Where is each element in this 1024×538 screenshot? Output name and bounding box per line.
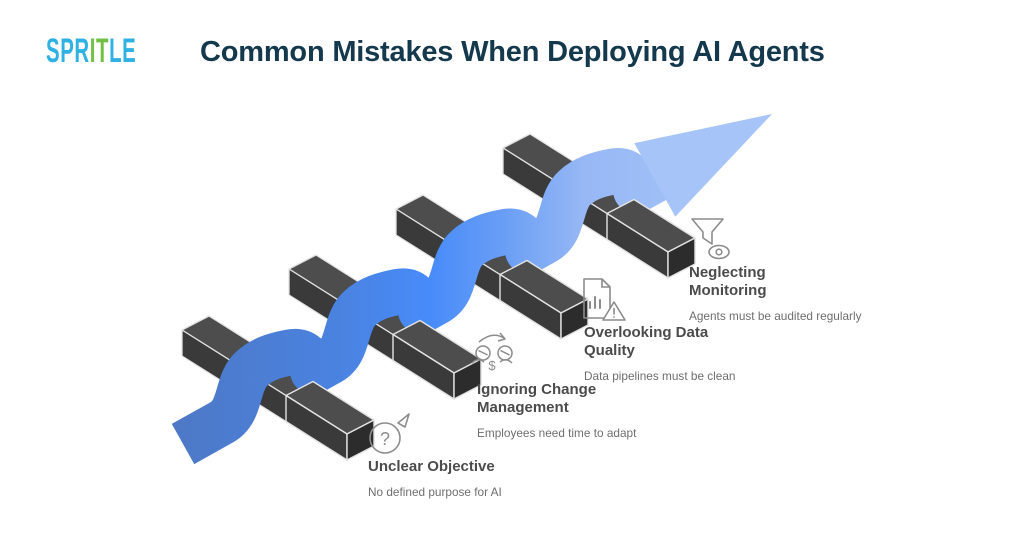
step-overlooking-data-quality: Overlooking Data Quality Data pipelines …	[584, 324, 736, 383]
hurdle-block-front-1	[285, 380, 375, 461]
logo-segment: LE	[109, 32, 137, 70]
step-title: Neglecting Monitoring	[689, 264, 767, 299]
step-title: Ignoring Change Management	[477, 381, 597, 416]
step-subtitle: No defined purpose for AI	[368, 485, 502, 499]
step-ignoring-change-management: Ignoring Change Management Employees nee…	[477, 381, 637, 440]
step-neglecting-monitoring: Neglecting Monitoring Agents must be aud…	[689, 264, 862, 323]
question-arrow-icon: ?	[364, 408, 412, 458]
step-title: Overlooking Data Quality	[584, 324, 709, 359]
page-title: Common Mistakes When Deploying AI Agents	[200, 36, 825, 68]
hurdle-blocks-front	[285, 198, 696, 461]
logo-segment: SPR	[46, 32, 90, 70]
arrowhead	[634, 114, 772, 217]
hurdle-block-front-2	[392, 319, 482, 400]
document-warning-icon	[580, 276, 632, 326]
hurdle-block-front-3	[499, 259, 589, 340]
step-subtitle: Data pipelines must be clean	[584, 369, 736, 383]
funnel-eye-icon	[686, 214, 736, 262]
hurdle-block-front-4	[606, 198, 696, 279]
logo-segment: IT	[89, 32, 110, 70]
step-title: Unclear Objective	[368, 458, 495, 475]
step-subtitle: Agents must be audited regularly	[689, 309, 862, 323]
step-unclear-objective: Unclear Objective No defined purpose for…	[368, 458, 518, 499]
svg-text:$: $	[488, 358, 496, 373]
step-subtitle: Employees need time to adapt	[477, 426, 637, 440]
ribbon-arrow	[171, 148, 674, 465]
spritle-logo: SPRITLE	[46, 32, 136, 71]
people-exchange-icon: $	[470, 330, 526, 378]
svg-text:?: ?	[380, 429, 390, 449]
